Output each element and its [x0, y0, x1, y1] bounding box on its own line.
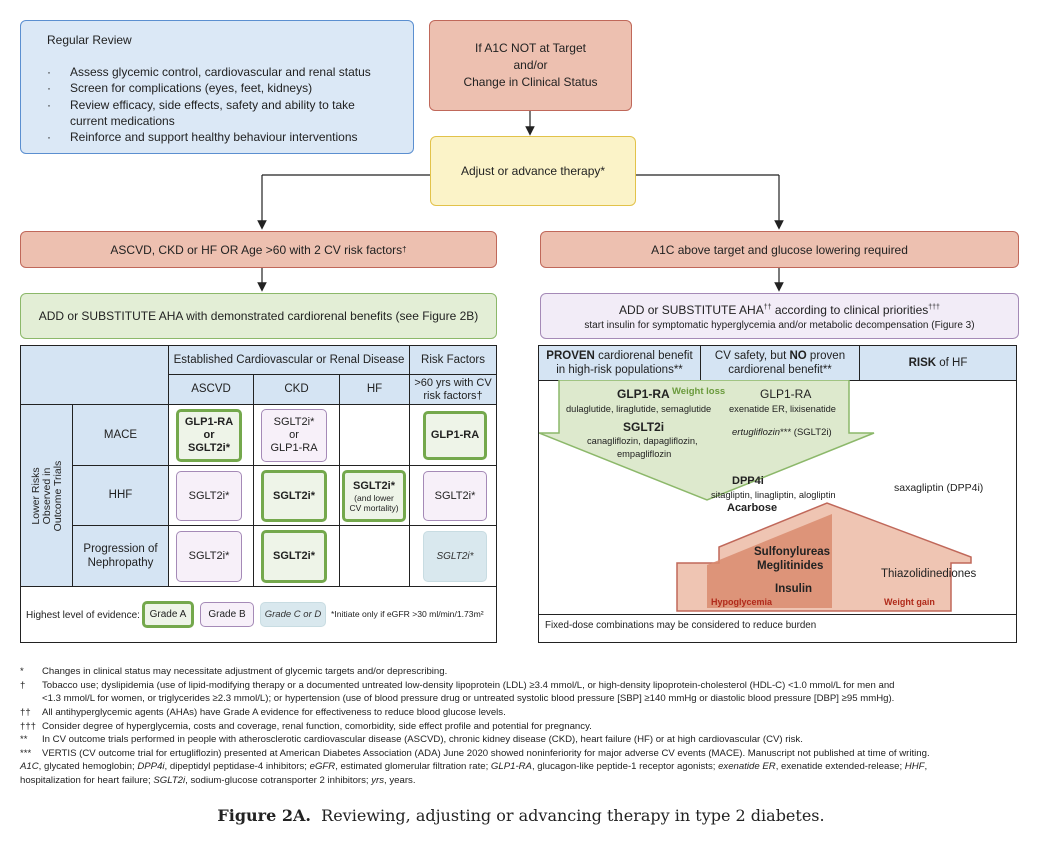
dpp4-drugs: sitagliptin, linagliptin, alogliptin: [711, 490, 836, 500]
glp1-drugs: dulaglutide, liraglutide, semaglutide: [566, 404, 712, 414]
cell-neph-ascvd: SGLT2i*: [176, 531, 242, 582]
ertugliflozin-label: ertugliflozin*** (SGLT2i): [732, 427, 832, 438]
left-branch-header: ASCVD, CKD or HF OR Age >60 with 2 CV ri…: [20, 231, 497, 268]
right-add-line1: ADD or SUBSTITUTE AHA†† according to cli…: [619, 302, 940, 317]
left-add-box: ADD or SUBSTITUTE AHA with demonstrated …: [20, 293, 497, 339]
figure-caption-text: Reviewing, adjusting or advancing therap…: [321, 806, 825, 825]
cell-hhf-risk: SGLT2i*: [423, 471, 487, 521]
table-side-band: [21, 404, 168, 586]
col-cv-safety: CV safety, but NO proven cardiorenal ben…: [714, 350, 846, 376]
col-proven-benefit: PROVEN cardiorenal benefit in high-risk …: [546, 350, 693, 376]
legend-grade-a: Grade A: [142, 601, 194, 628]
legend-grade-b: Grade B: [200, 602, 254, 627]
side-label-lower-risks: Lower Risks Observed in Outcome Trials: [29, 460, 64, 532]
right-header-band: [539, 346, 1016, 380]
cell-hhf-ckd: SGLT2i*: [261, 470, 327, 522]
cell-neph-risk: SGLT2i*: [423, 531, 487, 582]
legend-label: Highest level of evidence:: [26, 610, 140, 621]
table-header-band: [21, 346, 496, 404]
hypoglycemia-label: Hypoglycemia: [711, 597, 773, 607]
top-box-line2: and/or: [513, 58, 548, 72]
glp1-other-drugs: exenatide ER, lixisenatide: [729, 404, 836, 414]
glp1-other-title: GLP1-RA: [760, 387, 812, 401]
sglt2-drugs-1: canagliflozin, dapagliflozin,: [587, 436, 698, 446]
left-branch-header-mark: †: [402, 245, 407, 254]
right-add-box: ADD or SUBSTITUTE AHA†† according to cli…: [540, 293, 1019, 339]
cell-hhf-ascvd: SGLT2i*: [176, 471, 242, 521]
weight-gain-label: Weight gain: [884, 597, 935, 607]
row-label-mace: MACE: [103, 428, 138, 441]
top-box-line1: If A1C NOT at Target: [475, 41, 586, 55]
left-branch-header-text: ASCVD, CKD or HF OR Age >60 with 2 CV ri…: [110, 242, 403, 257]
sglt2-title: SGLT2i: [623, 420, 665, 434]
priorities-graphic: [539, 380, 972, 612]
legend-note: *Initiate only if eGFR >30 ml/min/1.73m²: [331, 609, 484, 619]
weight-loss-label: Weight loss: [672, 386, 726, 397]
figure-caption-label: Figure 2A.: [217, 806, 311, 825]
cell-neph-ckd: SGLT2i*: [261, 530, 327, 583]
glp1-title: GLP1-RA: [617, 387, 670, 401]
dpp4-title: DPP4i: [732, 475, 764, 487]
benefit-down-arrow: [539, 380, 875, 501]
sglt2-drugs-2: empagliflozin: [617, 449, 672, 459]
saxagliptin-label: saxagliptin (DPP4i): [894, 482, 984, 494]
legend-grade-c: Grade C or D: [260, 602, 326, 627]
sulfonylureas-label: Sulfonylureas: [754, 546, 831, 558]
review-item-cont: current medications: [70, 114, 175, 128]
cell-mace-risk: GLP1-RA: [423, 411, 487, 460]
regular-review-title: Regular Review: [47, 33, 132, 47]
header-ckd: CKD: [284, 383, 309, 395]
right-add-line2: start insulin for symptomatic hyperglyce…: [584, 319, 975, 331]
header-risk-factors: Risk Factors: [421, 353, 485, 366]
cardiorenal-table: Established Cardiovascular or Renal Dise…: [20, 345, 497, 643]
adjust-therapy-box: Adjust or advance therapy*: [430, 136, 636, 206]
a1c-not-target-box: If A1C NOT at Target and/or Change in Cl…: [429, 20, 632, 111]
top-box-line3: Change in Clinical Status: [463, 75, 598, 89]
header-established-disease: Established Cardiovascular or Renal Dise…: [173, 353, 405, 366]
tzd-label: Thiazolidinediones: [881, 568, 977, 580]
figure-caption: Figure 2A. Reviewing, adjusting or advan…: [0, 806, 1042, 825]
col-risk-hf: RISK of HF: [908, 356, 968, 369]
fixed-dose-note: Fixed-dose combinations may be considere…: [545, 620, 817, 631]
hypoglycemia-region: [707, 514, 832, 608]
clinical-priorities-panel: PROVEN cardiorenal benefit in high-risk …: [538, 345, 1017, 643]
abbreviations-line-1: A1C, glycated hemoglobin; DPP4i, dipepti…: [20, 761, 928, 772]
acarbose-label: Acarbose: [727, 502, 778, 514]
abbreviations-line-2: hospitalization for heart failure; SGLT2…: [20, 775, 416, 786]
header-ascvd: ASCVD: [191, 383, 231, 395]
meglitinides-label: Meglitinides: [757, 560, 824, 572]
cell-hhf-hf: SGLT2i* (and lower CV mortality): [342, 470, 406, 522]
right-branch-header-text: A1C above target and glucose lowering re…: [651, 242, 908, 257]
row-label-hhf: HHF: [108, 489, 133, 501]
left-add-text: ADD or SUBSTITUTE AHA with demonstrated …: [38, 309, 479, 323]
header-hf: HF: [366, 383, 383, 395]
regular-review-box: Regular Review ·Assess glycemic control,…: [20, 20, 414, 154]
right-branch-header: A1C above target and glucose lowering re…: [540, 231, 1019, 268]
insulin-label: Insulin: [775, 583, 813, 595]
adjust-therapy-label: Adjust or advance therapy*: [460, 164, 606, 178]
